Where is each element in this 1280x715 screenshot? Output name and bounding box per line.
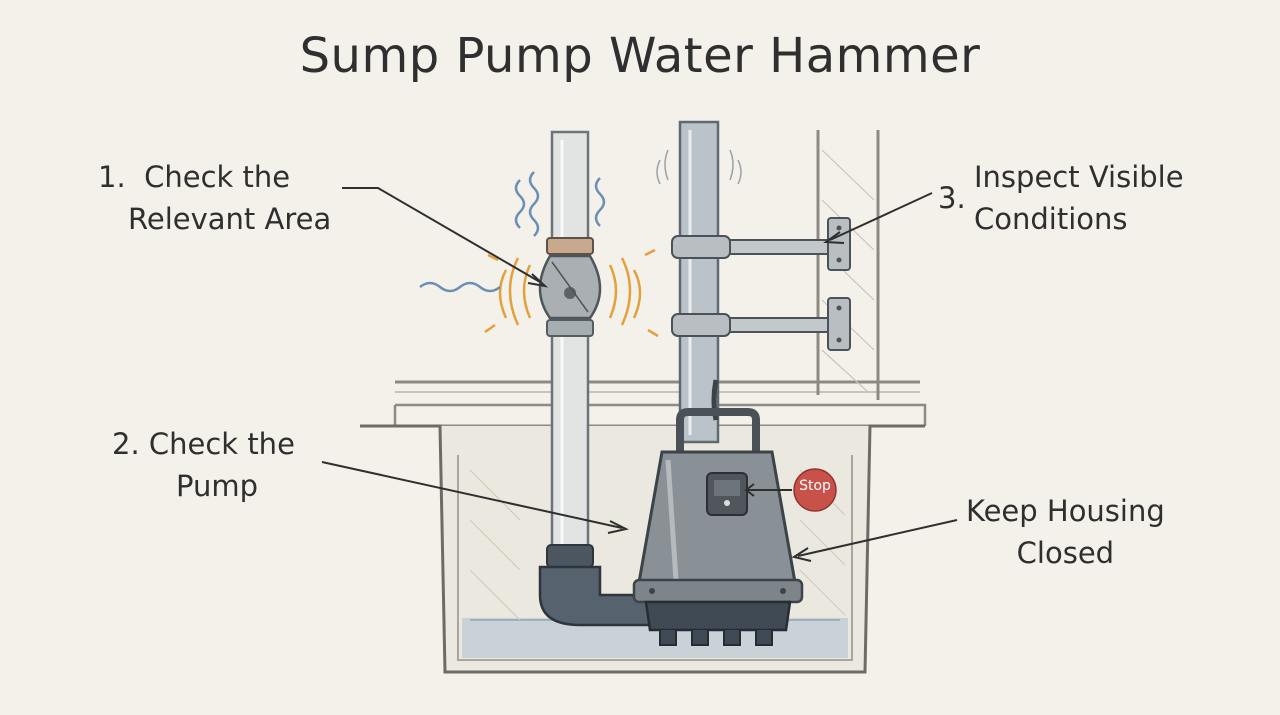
label-check-area-line2: Relevant Area	[128, 202, 332, 236]
label-check-area: 1. Check the Relevant Area	[98, 156, 331, 240]
stop-button-icon	[793, 468, 837, 512]
page-title: Sump Pump Water Hammer	[299, 28, 981, 84]
leader-check-area	[342, 187, 541, 283]
sump-pit	[360, 403, 927, 674]
pump-icon	[632, 379, 804, 646]
label-check-area-line1: 1. Check the	[98, 160, 291, 194]
water-squiggle-icon	[419, 171, 606, 293]
label-inspect-number: 3.	[938, 181, 966, 215]
valve-icon	[538, 237, 602, 337]
stop-button-label: Stop	[799, 478, 831, 494]
label-check-pump-line2: Pump	[176, 469, 259, 503]
leader-inspect	[829, 192, 933, 241]
vibration-icon	[484, 248, 659, 338]
right-pipe	[656, 120, 742, 444]
leader-lines	[321, 187, 958, 562]
label-keep-housing-line2: Closed	[1016, 536, 1115, 570]
leader-housing	[797, 519, 958, 557]
label-inspect-line1: Inspect Visible	[974, 160, 1184, 194]
label-inspect: 3. Inspect Visible Conditions	[938, 156, 1184, 240]
discharge-elbow	[538, 544, 662, 627]
leader-check-pump	[321, 461, 623, 529]
label-check-pump-line1: 2. Check the	[112, 427, 295, 461]
label-inspect-line2: Conditions	[974, 202, 1128, 236]
label-keep-housing: Keep Housing Closed	[966, 490, 1165, 574]
bracket-icon	[671, 217, 851, 351]
label-keep-housing-line1: Keep Housing	[966, 494, 1165, 528]
left-pipe	[550, 130, 590, 554]
label-check-pump: 2. Check the Pump	[112, 423, 295, 507]
